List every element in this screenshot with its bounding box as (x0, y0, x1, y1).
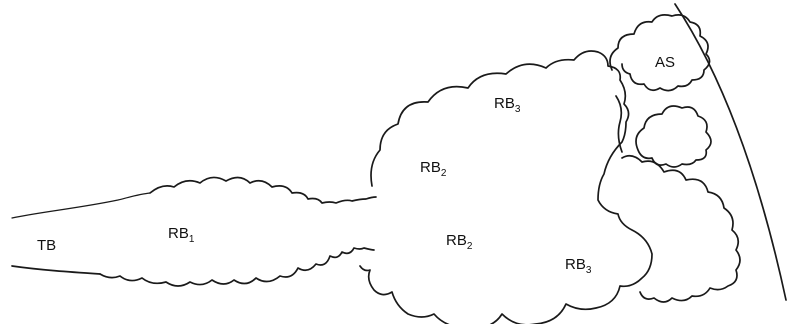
rb1-bottom-edge (99, 247, 375, 287)
terminal-bronchiole-top-edge (11, 192, 151, 219)
pleura-boundary (674, 3, 787, 301)
alveolar-sac-middle (635, 105, 712, 168)
label-rb2-upper: RB2 (420, 159, 447, 179)
label-rb1: RB1 (168, 225, 195, 245)
terminal-bronchiole-bottom-edge (11, 265, 101, 275)
sac-connector-neck (615, 95, 623, 153)
label-rb2-lower: RB2 (446, 232, 473, 252)
alveolar-sac-top (609, 14, 711, 92)
label-rb3-upper: RB3 (494, 95, 521, 115)
alveolar-sac-lower-right (621, 154, 741, 303)
rb2-rb3-mass-outline (359, 50, 653, 324)
label-tb: TB (37, 237, 56, 254)
rb1-top-edge (149, 176, 377, 204)
label-as: AS (655, 54, 675, 71)
label-rb3-lower: RB3 (565, 256, 592, 276)
